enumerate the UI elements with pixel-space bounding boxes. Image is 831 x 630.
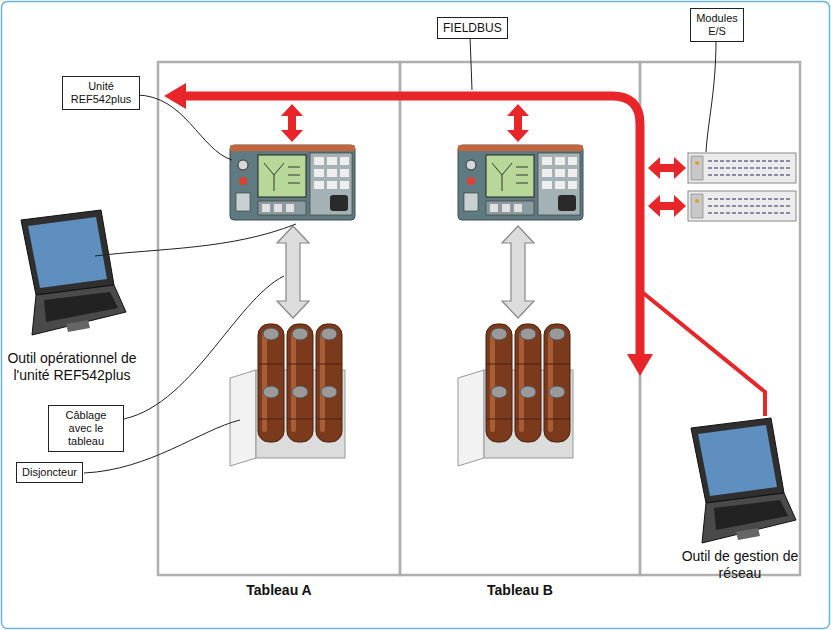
callout-text: Modules E/S [696, 12, 738, 38]
panel-outline [640, 62, 800, 575]
relay-unit [458, 145, 583, 220]
bus-callout: FIELDBUS [437, 17, 508, 39]
fieldbus [164, 83, 765, 416]
wiring-arrow [502, 226, 534, 318]
wiring-callout: Câblage avec le tableau [48, 405, 124, 452]
tool-caption: Outil de gestion de réseau [680, 548, 800, 582]
breaker-callout: Disjoncteur [16, 462, 83, 483]
io-module [688, 153, 796, 183]
laptop [21, 210, 126, 335]
io-module [688, 191, 796, 221]
leader-lines [84, 36, 716, 473]
relay-unit [230, 145, 355, 220]
switchgear-panel: Tableau A [158, 62, 400, 575]
panel-title: Tableau A [158, 582, 400, 598]
switchgear-panel: Tableau B [400, 62, 640, 575]
laptop [691, 418, 796, 543]
callout-text: Disjoncteur [22, 466, 77, 479]
callout-text: Câblage avec le tableau [54, 409, 118, 448]
unit-callout: Unité REF542plus [62, 76, 140, 110]
circuit-breaker [458, 324, 573, 466]
panel-outline [158, 62, 400, 575]
panel-title: Tableau B [400, 582, 640, 598]
module-callout: Modules E/S [690, 8, 744, 42]
circuit-breaker [230, 324, 345, 466]
callout-text: Unité REF542plus [68, 80, 134, 106]
tool-caption: Outil opérationnel de l'unité REF542plus [7, 350, 137, 384]
panel-outline [400, 62, 640, 575]
callout-text: FIELDBUS [443, 21, 502, 35]
wiring-arrow [277, 226, 309, 318]
